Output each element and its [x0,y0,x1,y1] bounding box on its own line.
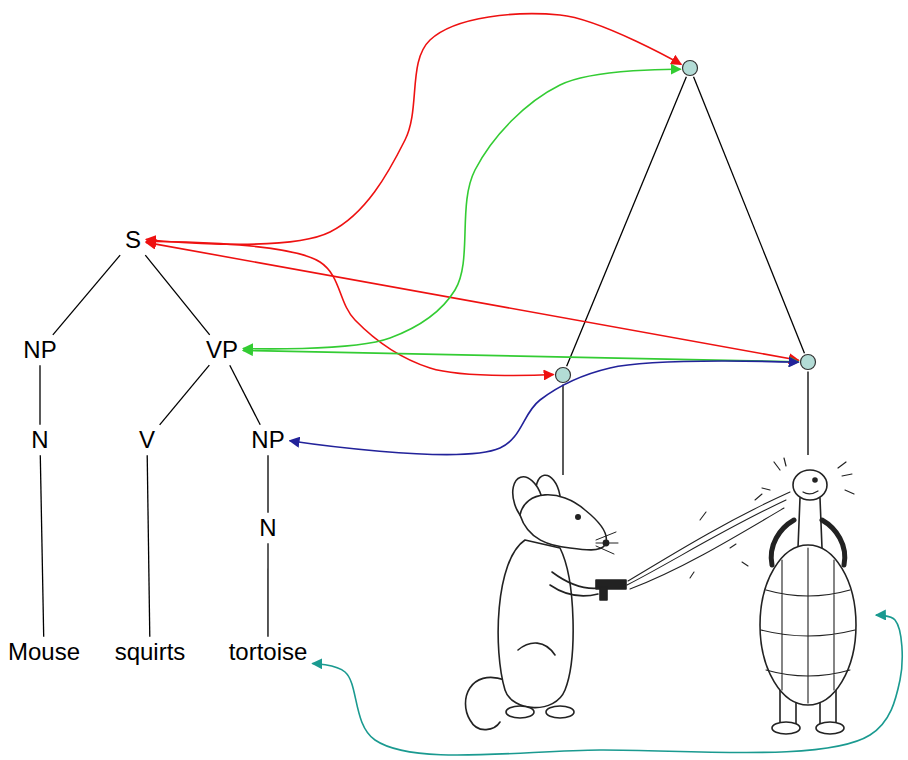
graph-vertex [681,59,699,77]
tree-symbol: NP [246,425,289,455]
picture-region [740,455,876,740]
tree-symbol: VP [201,335,243,365]
connector [39,365,40,425]
graph-vertex [799,353,817,371]
node-label: N [31,427,48,453]
connector [243,69,681,349]
tortoise-drawing [760,458,856,734]
tree-symbol: NP [18,335,61,365]
connector [694,77,805,353]
connector [243,350,799,361]
connector [312,615,902,755]
node-label: Mouse [8,639,80,665]
tree-symbol: N [254,513,281,543]
graph-vertex [554,366,572,384]
connector [146,14,681,245]
vertex-dot [799,353,817,371]
mouse-drawing [465,473,626,730]
node-label: N [259,515,276,541]
tree-symbol: V [134,425,160,455]
node-label: squirts [115,639,186,665]
sentence-word: tortoise [224,637,313,667]
node-label: NP [251,427,284,453]
sentence-word: Mouse [3,637,85,667]
connector [807,372,808,456]
vertex-dot [554,366,572,384]
node-label: VP [206,337,238,363]
node-label: tortoise [229,639,308,665]
connector [40,455,43,637]
connector [230,365,260,425]
node-label: NP [23,337,56,363]
tree-symbol: S [120,225,146,255]
connector [147,455,150,637]
connector [290,361,799,454]
connector [53,255,120,335]
vertex-dot [681,59,699,77]
connector [145,255,209,335]
picture-region [470,475,656,735]
connector [267,543,268,637]
node-label: V [139,427,155,453]
connector [160,365,210,425]
node-label: S [125,227,141,253]
tree-symbol: N [26,425,53,455]
connector [146,242,799,360]
sentence-word: squirts [110,637,191,667]
connector [562,385,563,476]
connector [567,77,687,366]
connector [267,455,268,513]
water-spray [627,492,790,589]
